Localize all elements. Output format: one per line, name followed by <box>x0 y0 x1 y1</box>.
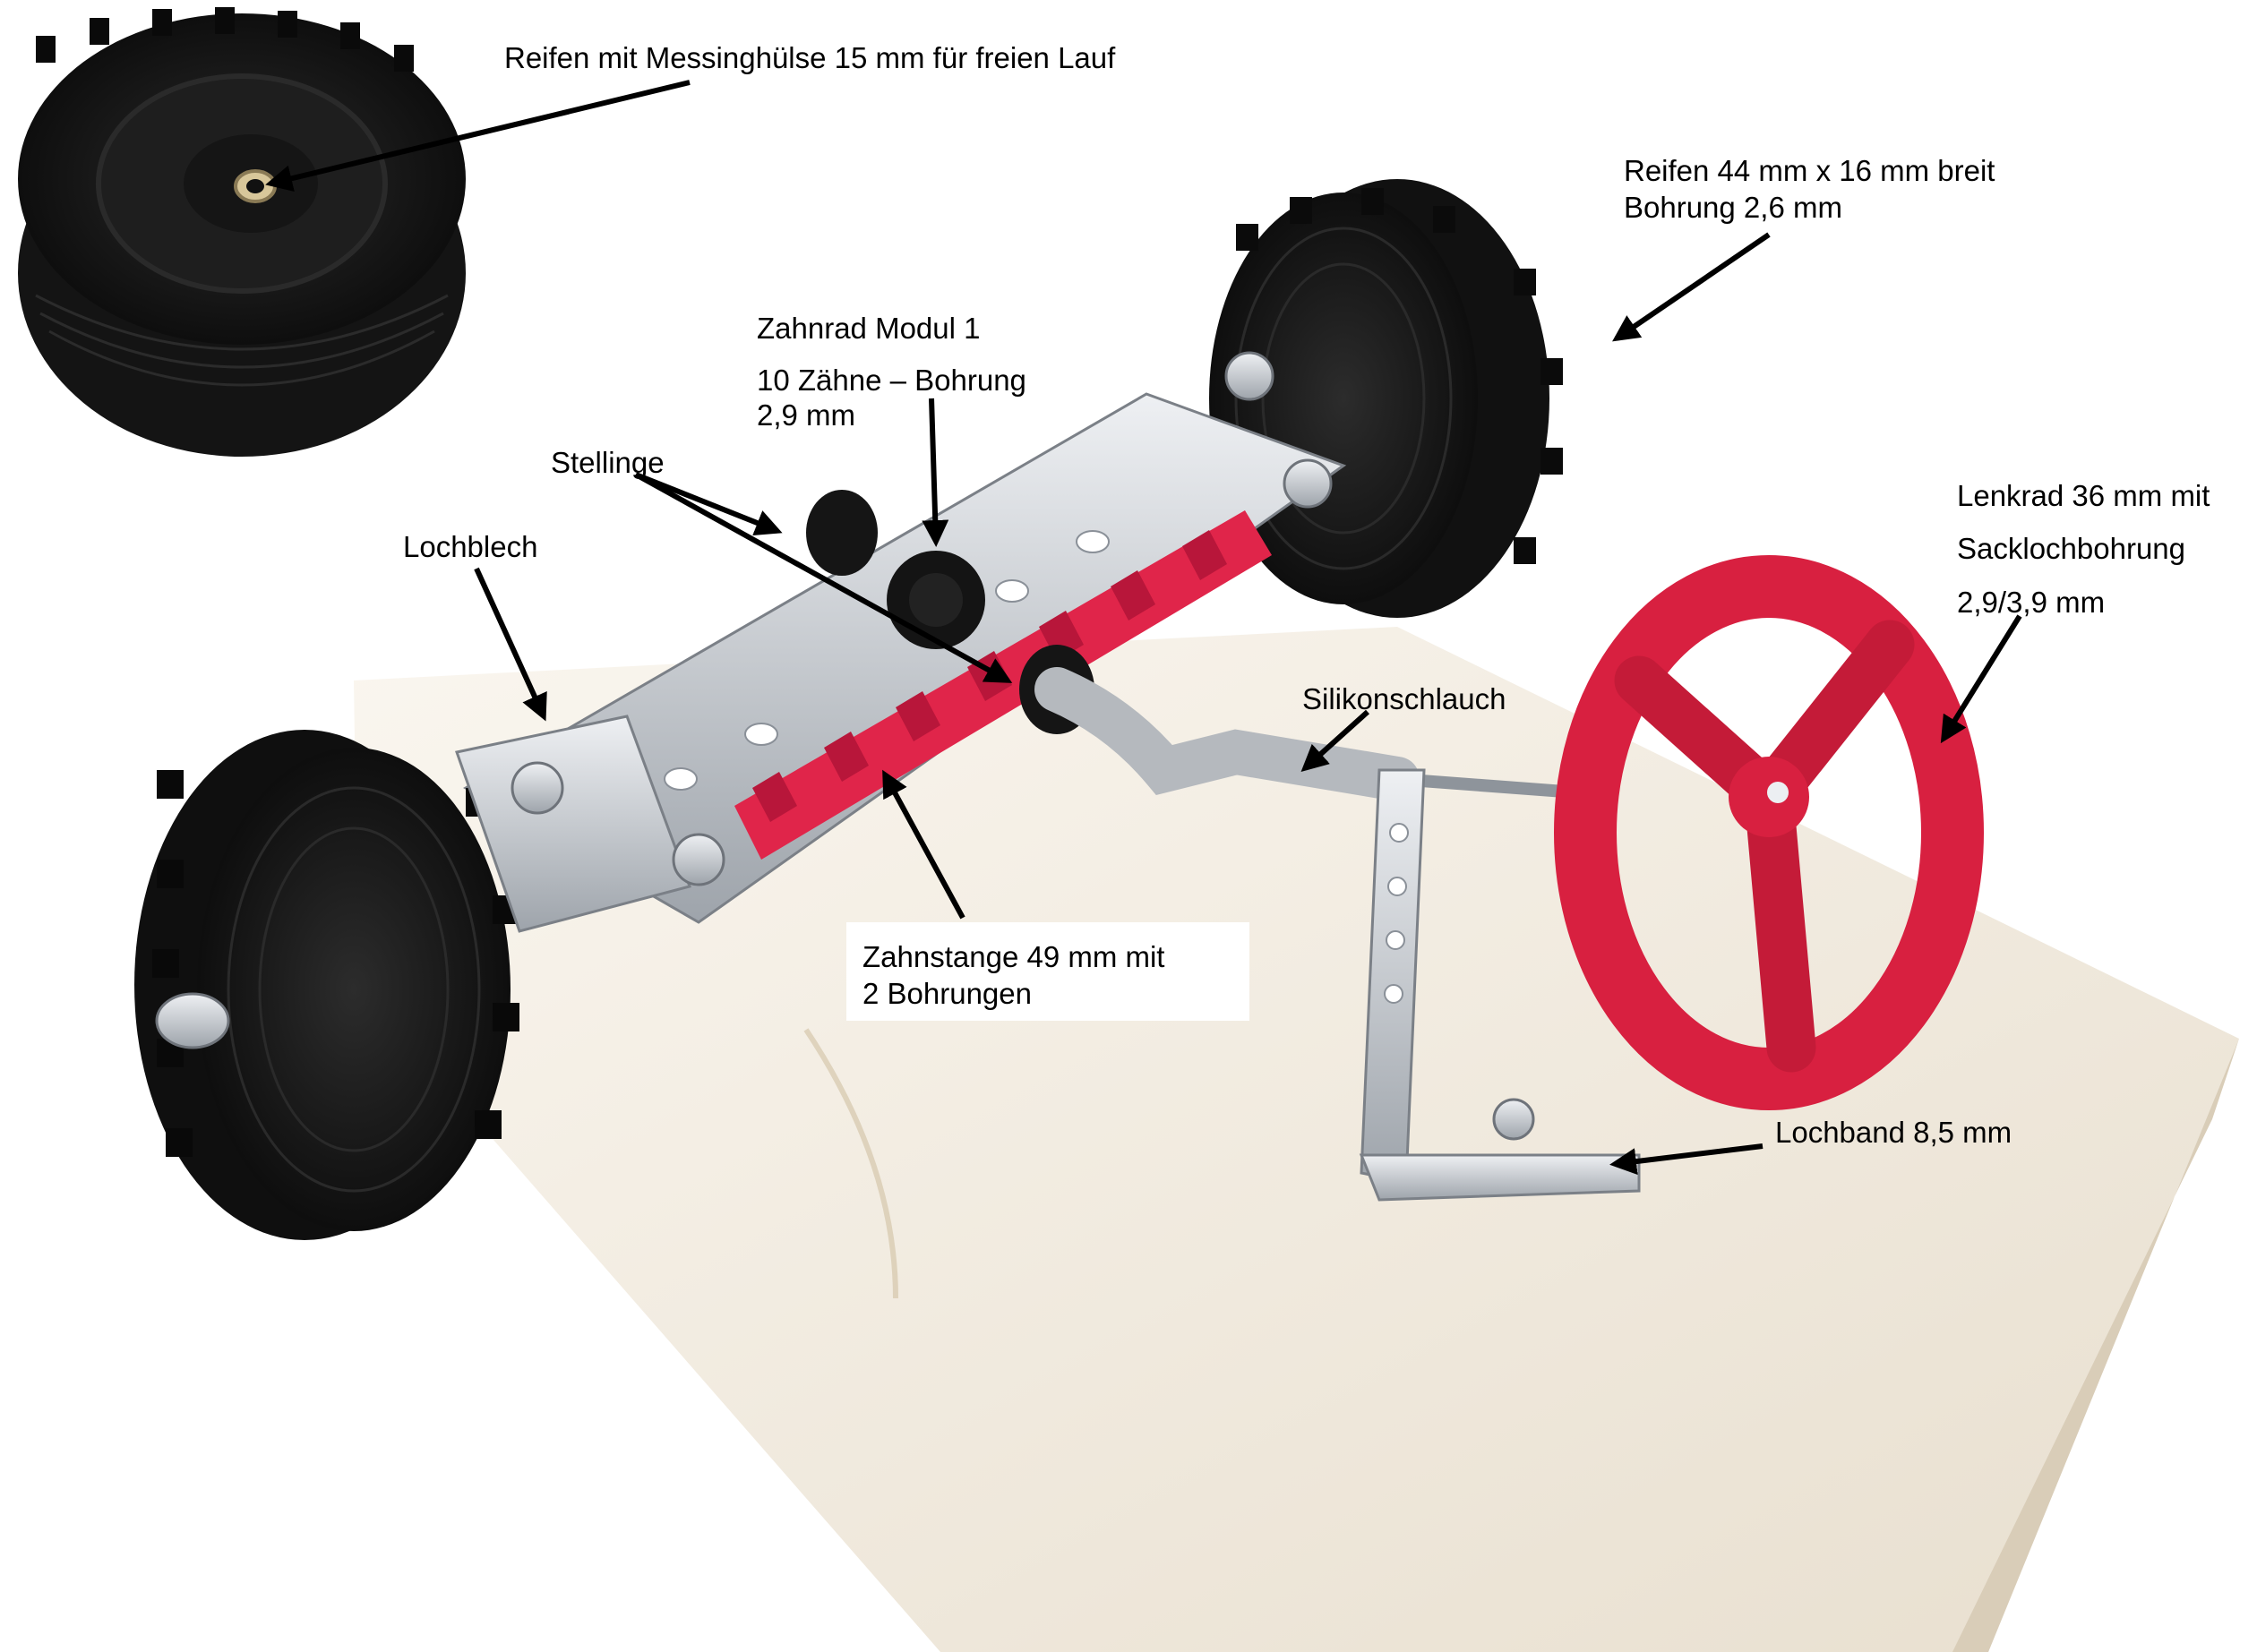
label-lochblech: Lochblech <box>403 530 538 563</box>
gear-pinion <box>887 551 985 649</box>
arrow-lochblech <box>474 567 547 722</box>
label-inset-tire: Reifen mit Messinghülse 15 mm für freien… <box>504 41 1116 74</box>
front-left-tire <box>134 730 519 1240</box>
arrow-rack <box>882 769 965 920</box>
label-steering-wheel: Lenkrad 36 mm mit Sacklochbohrung 2,9/3,… <box>1957 469 2210 629</box>
steering-shaft <box>1034 667 1577 801</box>
arrow-hose <box>1300 709 1370 773</box>
arrow-stellinge-2 <box>634 472 1013 683</box>
label-gear-line2: 10 Zähne – Bohrung <box>757 363 1026 397</box>
label-steering-wheel-line1: Lenkrad 36 mm mit <box>1957 479 2210 512</box>
label-rack: Zahnstange 49 mm mit 2 Bohrungen <box>862 938 1164 1013</box>
arrow-steering-wheel <box>1940 614 2022 744</box>
label-rack-line1: Zahnstange 49 mm mit <box>862 940 1165 973</box>
label-gear: Zahnrad Modul 1 10 Zähne – Bohrung 2,9 m… <box>757 311 1026 433</box>
label-stellinge: Stellinge <box>551 446 665 479</box>
rack-label-bg <box>846 922 1249 1021</box>
bracket <box>1359 768 1641 1202</box>
label-rack-line2: 2 Bohrungen <box>862 977 1032 1011</box>
label-steering-wheel-line2: Sacklochbohrung <box>1957 532 2186 566</box>
arrow-lochband <box>1609 1143 1764 1176</box>
label-gear-line1: Zahnrad Modul 1 <box>757 312 981 345</box>
left-bracket <box>455 351 1333 933</box>
annotation-arrows <box>265 80 2022 1176</box>
steering-wheel <box>1554 555 1984 1110</box>
label-tire-size: Reifen 44 mm x 16 mm breit Bohrung 2,6 m… <box>1624 152 1995 227</box>
label-lochband: Lochband 8,5 mm <box>1775 1116 2012 1149</box>
label-steering-wheel-line3: 2,9/3,9 mm <box>1957 585 2106 619</box>
label-gear-line3: 2,9 mm <box>757 398 856 432</box>
arrow-stellinge-1 <box>634 472 783 536</box>
inset-tire-photo <box>0 0 484 461</box>
arrow-rear-tire <box>1612 232 1771 342</box>
label-tire-size-line2: Bohrung 2,6 mm <box>1624 191 1842 225</box>
label-hose: Silikonschlauch <box>1302 682 1506 715</box>
arrow-gear <box>922 398 949 547</box>
label-tire-size-line1: Reifen 44 mm x 16 mm breit <box>1624 154 1995 187</box>
arrow-inset-tire <box>265 80 691 192</box>
